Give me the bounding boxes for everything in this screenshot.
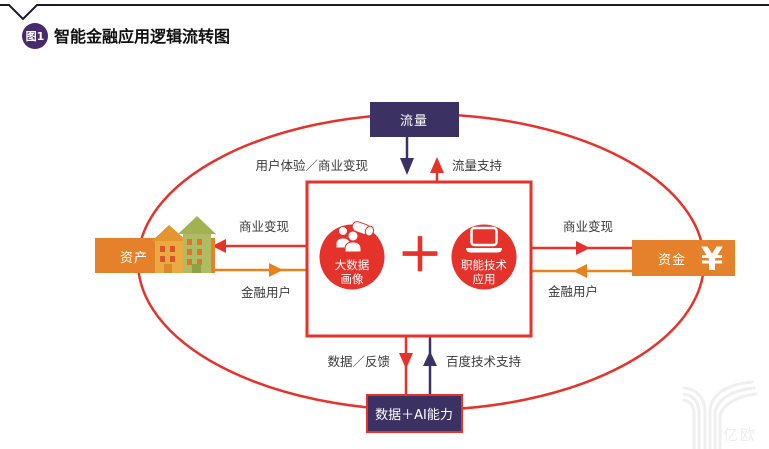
traffic-node [370,102,459,137]
arrow-baidu-support-up [423,336,437,397]
figure-badge-label: 图1 [26,30,45,43]
page-title: 智能金融应用逻辑流转图 [54,27,230,46]
label-monetize-left: 商业变现 [239,219,289,234]
funds-node-label: 资金 [658,252,686,268]
plus-sign: ＋ [397,228,443,282]
label-user-experience: 用户体验／商业变现 [255,158,368,173]
laptop-icon [466,226,502,253]
buildings-icon [152,216,216,273]
arrow-finusers-left [531,264,632,278]
top-ribbon-line [0,4,769,21]
watermark-logo-icon [682,380,758,449]
traffic-node-label: 流量 [400,114,428,129]
data-ai-node-label: 数据＋AI能力 [375,408,453,423]
big-data-circle: 大数据 画像 [319,221,385,290]
tech-line1: 职能技术 [461,258,507,272]
users-data-icon [335,221,375,253]
label-baidu-support: 百度技术支持 [446,354,521,369]
big-data-line2: 画像 [341,272,364,286]
assets-node: 资产 [95,216,216,273]
tech-line2: 应用 [473,272,496,286]
tech-circle: 职能技术 应用 [451,224,517,290]
data-ai-node [366,394,463,433]
label-traffic-support: 流量支持 [452,158,502,173]
label-data-feedback: 数据／反馈 [327,354,390,369]
yen-icon: ¥ [701,240,723,278]
arrow-traffic-up [430,157,444,184]
label-monetize-right: 商业变现 [563,219,613,234]
arrow-monetize-right [531,241,632,255]
assets-node-label: 资产 [120,251,148,266]
arrow-traffic-down [400,137,414,175]
arrow-data-feedback-down [399,336,413,397]
arrow-finusers-right [213,263,307,277]
figure-badge [22,23,48,49]
big-data-line1: 大数据 [335,258,370,272]
label-fin-users-left: 金融用户 [241,285,291,300]
label-fin-users-right: 金融用户 [548,284,598,299]
funds-node: 资金 ¥ [632,240,735,278]
arrow-monetize-left [212,239,307,253]
watermark-text: 亿欧 [723,426,757,444]
